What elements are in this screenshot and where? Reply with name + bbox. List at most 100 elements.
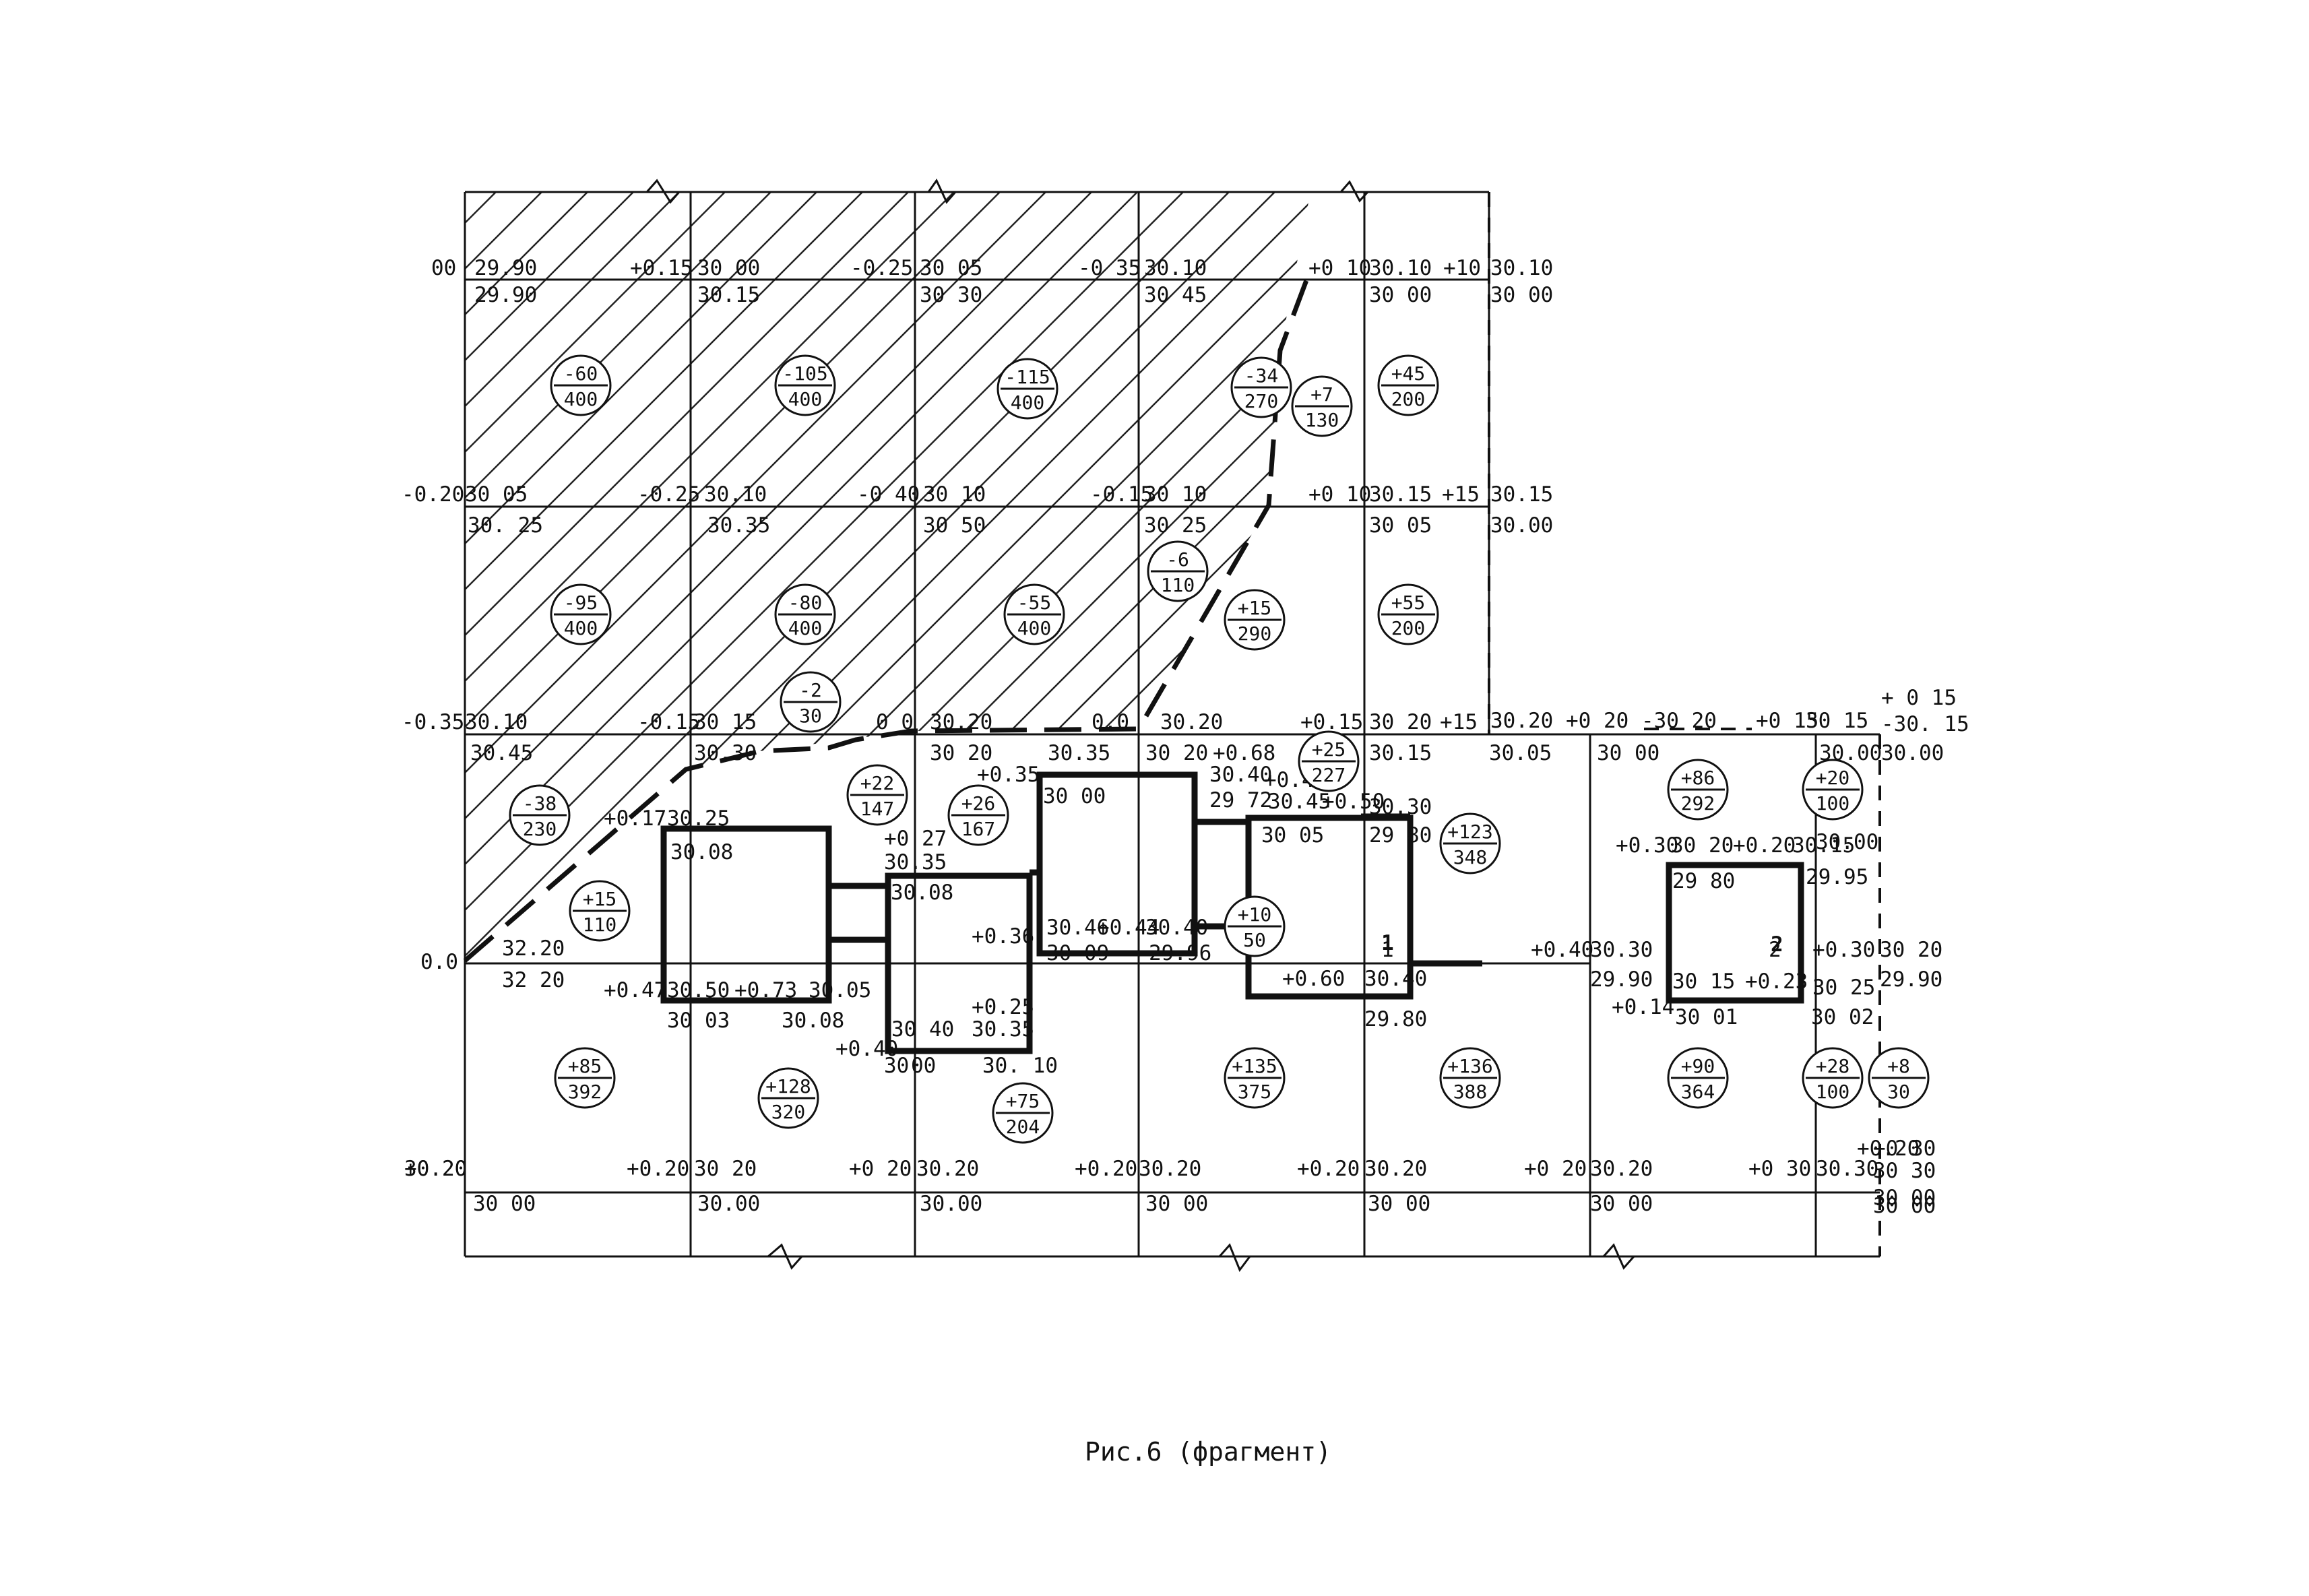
cut-zone-hatching [465, 192, 2191, 1034]
hatch-line [465, 192, 542, 961]
elevation-label: 29.90 [474, 256, 537, 280]
volume-marker-bottom: 130 [1305, 409, 1339, 431]
volume-marker-top: -34 [1244, 364, 1279, 387]
hatch-line [569, 192, 1310, 961]
elevation-label: +0.20 [1733, 833, 1796, 858]
elevation-label: 30.35 [884, 850, 947, 874]
volume-marker: -105 400 [774, 354, 836, 416]
hatch-line [1027, 192, 1310, 961]
volume-marker-bottom: 270 [1244, 390, 1279, 412]
elevation-label: 30 00 [1369, 283, 1432, 307]
elevation-label: 30.46 [1046, 916, 1109, 940]
volume-marker-bottom: 200 [1391, 617, 1426, 639]
elevation-label: 30.15 [1369, 741, 1432, 765]
volume-marker-bottom: 400 [788, 388, 823, 410]
volume-marker-bottom: 400 [1017, 617, 1052, 639]
volume-marker-bottom: 147 [860, 798, 895, 820]
elevation-label: 30.10 [704, 482, 767, 507]
elevation-label: +0.47 [604, 978, 666, 1002]
row-marker: +0.20 [404, 1157, 467, 1181]
volume-marker-bottom: 30 [799, 705, 822, 727]
volume-marker-top: +8 [1887, 1055, 1910, 1077]
elevation-label: 29 80 [1369, 823, 1432, 848]
volume-marker-top: +10 [1238, 903, 1272, 926]
volume-marker-bottom: 204 [1006, 1116, 1040, 1138]
volume-marker-bottom: 320 [771, 1101, 806, 1123]
elevation-label: 30 00 [697, 256, 760, 280]
elevation-label: 30.15 [697, 283, 760, 307]
elevation-label: 2 [1769, 938, 1781, 962]
elevation-label: 29.90 [1590, 967, 1653, 992]
elevation-label: 30.10 [465, 710, 528, 734]
elevation-label: 29.96 [1149, 941, 1211, 965]
elevation-label: 30.15 [1490, 482, 1553, 507]
elevation-label: +0.25 [972, 995, 1034, 1019]
volume-marker-top: +15 [583, 888, 617, 910]
elevation-label: 30 00 [1490, 283, 1553, 307]
volume-marker-bottom: 375 [1238, 1081, 1272, 1103]
volume-marker-top: +45 [1391, 362, 1426, 385]
row-marker: 0.0 [420, 950, 458, 974]
elevation-label: -0.15 [1090, 482, 1153, 507]
elevation-label: 30 00 [1145, 1192, 1208, 1216]
elevation-label: +0.20 [1297, 1157, 1360, 1181]
hatch-line [465, 192, 955, 961]
elevation-label: 30.50 [667, 978, 730, 1002]
hatch-line [1349, 192, 2191, 1034]
elevation-label: 30 03 [667, 1009, 730, 1033]
elevation-label: +0.20 [1857, 1137, 1920, 1161]
volume-marker-bottom: 292 [1681, 792, 1715, 815]
elevation-label: +0.35 [977, 763, 1040, 787]
elevation-label: +0 10 [1308, 482, 1371, 507]
volume-marker-bottom: 230 [523, 818, 557, 840]
hatch-line [1211, 192, 1310, 961]
elevation-label: 30 09 [1046, 941, 1109, 965]
elevation-label: 30 00 [1043, 784, 1106, 808]
elevation-label: +0.44 [1097, 916, 1160, 940]
elevation-label: 30.40 [1209, 763, 1272, 787]
volume-marker-top: -105 [782, 362, 827, 385]
volume-marker-top: -2 [799, 679, 822, 701]
elevation-label: 30 20 [1671, 833, 1734, 858]
elevation-label: 30.10 [1490, 256, 1553, 280]
elevation-label: 30 20 [1145, 741, 1208, 765]
elevation-label: 30.00 [920, 1192, 982, 1216]
elevation-label: +0 10 [1308, 256, 1371, 280]
volume-marker-top: -95 [564, 592, 598, 614]
elevation-label: 30 30 [920, 283, 982, 307]
elevation-label: 30. 25 [468, 513, 543, 538]
elevation-label: 30 05 [465, 482, 528, 507]
volume-marker-top: +86 [1681, 767, 1715, 789]
elevation-label: 30.00 [697, 1192, 760, 1216]
elevation-label: 30.45 [470, 741, 533, 765]
hatch-line [465, 192, 588, 961]
hatch-line [1073, 192, 1310, 961]
volume-marker-top: +26 [961, 792, 996, 815]
elevation-label: -30. 15 [1881, 712, 1969, 736]
elevation-label: +0.17 [604, 806, 666, 831]
volume-marker-top: +123 [1447, 821, 1492, 843]
elevation-label: 30.08 [782, 1009, 844, 1033]
hatch-line [465, 192, 1092, 961]
elevation-label: +0 30 [1873, 1137, 1936, 1161]
elevation-label: 30 01 [1675, 1005, 1738, 1029]
volume-marker-bottom: 110 [1161, 574, 1195, 596]
elevation-label: 30 10 [923, 482, 986, 507]
elevation-label: 29 72 [1209, 788, 1272, 812]
volume-marker-bottom: 388 [1453, 1081, 1488, 1103]
volume-marker-bottom: 100 [1816, 792, 1850, 815]
elevation-label: +0.15 [1300, 710, 1363, 734]
elevation-label: +0.60 [1282, 967, 1345, 991]
volume-markers: -60400-105400-115400-34270+7130+45200-95… [509, 354, 1930, 1144]
elevation-label: 30 00 [473, 1192, 536, 1216]
